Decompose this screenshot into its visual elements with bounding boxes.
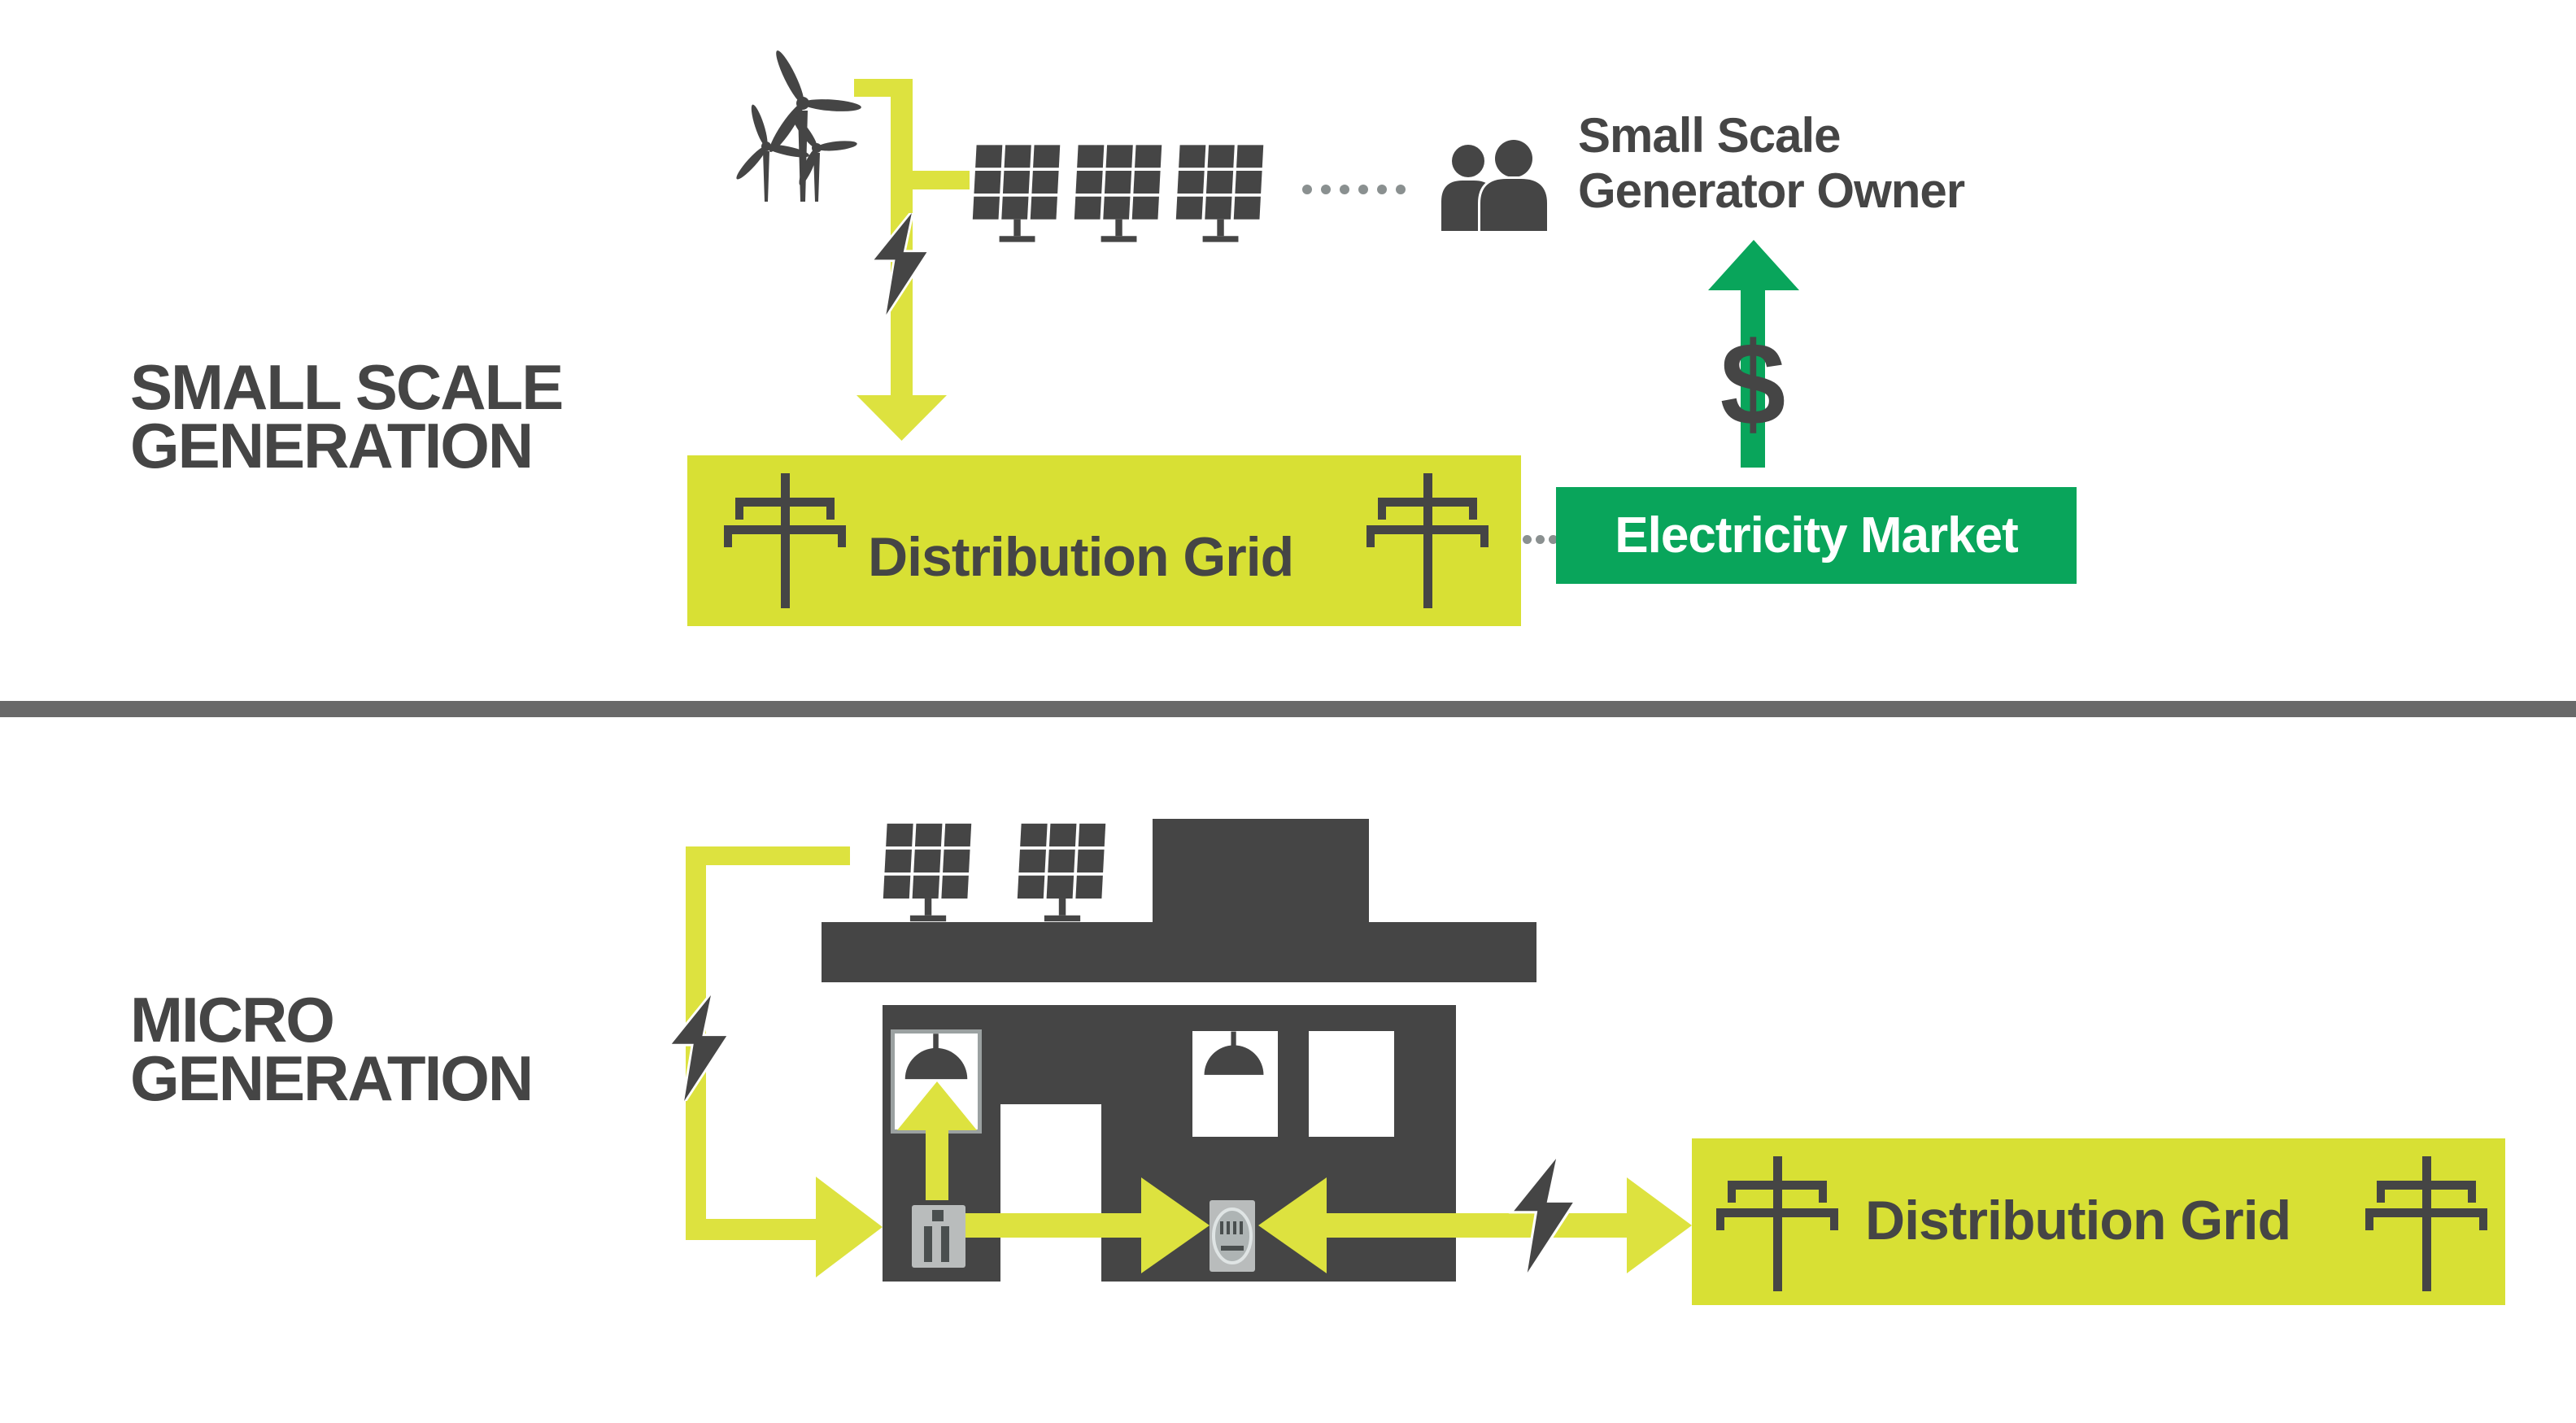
electricity-meter-icon xyxy=(1210,1200,1255,1272)
house-chimney xyxy=(1153,819,1369,927)
house-door xyxy=(1000,1104,1101,1282)
flow-arrowhead-into-grid-box xyxy=(1627,1177,1692,1273)
small-scale-title-line2: GENERATION xyxy=(130,410,534,481)
generator-owner-people-icon xyxy=(1441,140,1550,231)
lamp-arrow-shaft xyxy=(926,1129,948,1200)
lightning-bolt-icon xyxy=(864,213,937,315)
roof-solar-flow-line-top xyxy=(686,846,850,865)
money-arrow-shaft xyxy=(1741,290,1765,468)
power-pole-icon xyxy=(2365,1156,2487,1291)
house-window xyxy=(1192,1031,1278,1137)
flow-arrowhead-into-grid xyxy=(856,395,947,441)
solar-panel-icon xyxy=(1175,145,1266,242)
distribution-grid-box-bottom: Distribution Grid xyxy=(1692,1138,2505,1305)
battery-meter-flow-line xyxy=(965,1213,1141,1238)
dollar-sign: $ xyxy=(1720,318,1786,450)
lightning-bolt-icon xyxy=(660,995,738,1101)
house-window xyxy=(1309,1031,1394,1137)
section-divider xyxy=(0,701,2576,717)
solar-panel-icon xyxy=(1074,145,1165,242)
house-flow-line-bottom xyxy=(686,1219,817,1240)
roof-solar-panel-icon xyxy=(883,823,974,922)
flow-arrowhead-into-house xyxy=(816,1177,883,1277)
small-scale-section-title: SMALL SCALE GENERATION xyxy=(130,351,564,481)
solar-flow-branch-line xyxy=(913,171,970,189)
distribution-grid-box-top: Distribution Grid xyxy=(687,455,1521,626)
small-scale-title-line1: SMALL SCALE xyxy=(130,351,564,423)
money-arrowhead-up xyxy=(1708,240,1799,290)
pendant-lamp-icon xyxy=(902,1034,970,1082)
lightning-bolt-icon xyxy=(1505,1159,1582,1273)
distribution-grid-label-bottom: Distribution Grid xyxy=(1865,1190,2291,1251)
roof-solar-panel-icon xyxy=(1017,823,1109,922)
power-pole-icon xyxy=(1366,473,1489,608)
electricity-market-label: Electricity Market xyxy=(1615,507,2018,564)
owner-label-line1: Small Scale xyxy=(1578,108,1842,163)
pendant-lamp-icon xyxy=(1201,1031,1266,1078)
distribution-grid-label-top: Distribution Grid xyxy=(868,526,1294,588)
house-roof xyxy=(822,922,1536,982)
wind-turbines-icon xyxy=(736,50,861,202)
micro-title-line2: GENERATION xyxy=(130,1042,534,1114)
power-pole-icon xyxy=(1716,1156,1838,1291)
electricity-market-box: Electricity Market xyxy=(1556,487,2077,584)
battery-storage-icon xyxy=(912,1205,965,1268)
micro-title-line1: MICRO xyxy=(130,984,335,1055)
micro-section-title: MICRO GENERATION xyxy=(130,984,534,1114)
owner-label: Small Scale Generator Owner xyxy=(1578,108,1965,219)
solar-panel-icon xyxy=(972,145,1063,242)
owner-label-line2: Generator Owner xyxy=(1578,163,1965,218)
power-pole-icon xyxy=(724,473,846,608)
house-grid-flow-line xyxy=(1327,1213,1627,1238)
